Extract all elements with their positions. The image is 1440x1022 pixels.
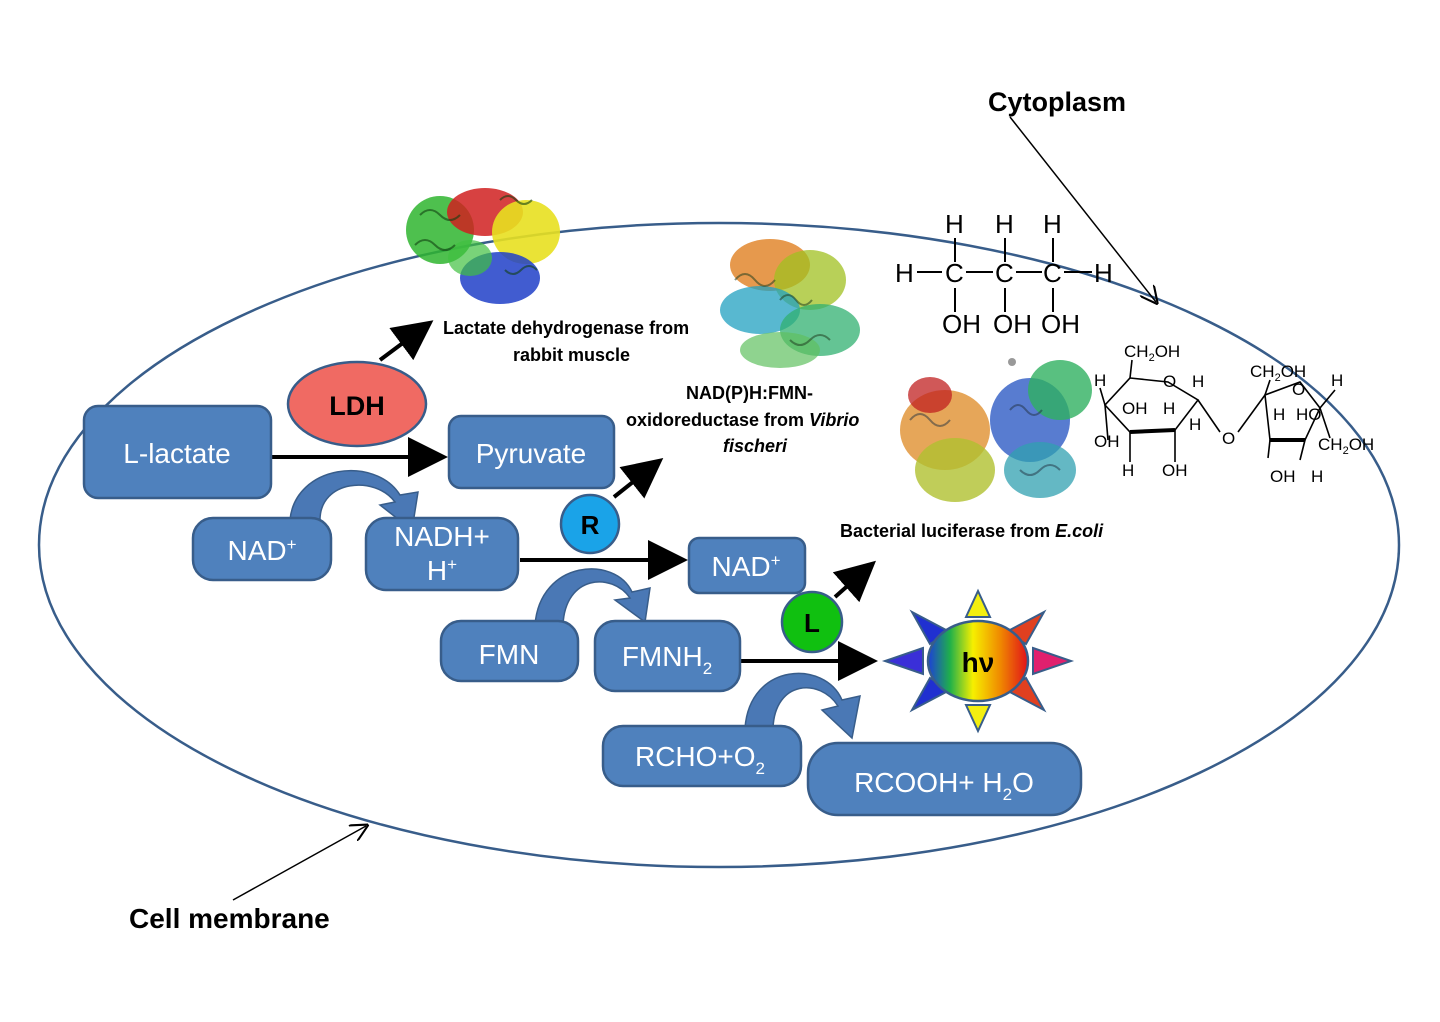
glycerol-oh-1: OH [942, 309, 981, 339]
glycerol-h-left: H [895, 258, 914, 288]
fmn-box: FMN [439, 619, 580, 683]
sucrose-o-ring1: O [1163, 372, 1176, 391]
glycerol-h-top-2: H [995, 209, 1014, 239]
sun-ray-right [1032, 646, 1075, 676]
nfr-structure-image [720, 239, 860, 368]
sucrose-h-4: H [1189, 415, 1201, 434]
glycerol-c-2: C [995, 258, 1014, 288]
membrane-pointer [232, 826, 366, 901]
nfr-caption-line1: NAD(P)H:FMN- [686, 383, 813, 403]
sucrose-h-5: H [1122, 461, 1134, 480]
cytoplasm-label: Cytoplasm [988, 87, 1126, 117]
sucrose-h-8: H [1311, 467, 1323, 486]
fmnh2-label: FMNH2 [622, 641, 712, 678]
rcooh-label: RCOOH+ H2O [854, 767, 1034, 804]
nadh-label-line2: H+ [427, 555, 457, 586]
sucrose-o-ring2: O [1292, 380, 1305, 399]
glycerol-h-top-1: H [945, 209, 964, 239]
luciferase-caption: Bacterial luciferase from E.coli [840, 521, 1104, 541]
sucrose-ho: HO [1296, 405, 1322, 424]
glycerol-oh-2: OH [993, 309, 1032, 339]
sucrose-h-2: H [1192, 372, 1204, 391]
glycerol-oh-3: OH [1041, 309, 1080, 339]
glycerol-structure: H H H H C C C H OH OH OH [895, 209, 1113, 339]
sucrose-ch2oh-3: CH2OH [1318, 435, 1374, 457]
cytoplasm-pointer [1009, 116, 1156, 302]
r-to-structure-arrow [612, 458, 664, 499]
fmn-to-fmnh2-curved-arrow [534, 568, 651, 626]
sun-ray-left [881, 646, 924, 676]
sucrose-ch2oh-2: CH2OH [1250, 362, 1306, 384]
pyruvate-label: Pyruvate [476, 438, 587, 469]
sucrose-h-6: H [1331, 371, 1343, 390]
sucrose-oh-2: OH [1094, 432, 1120, 451]
sucrose-labels: CH2OH H O H OH H OH H H OH O CH2OH O H H… [1094, 342, 1374, 486]
l-lactate-box: L-lactate [82, 404, 273, 500]
sun-ray-top [964, 588, 992, 618]
sucrose-h-7: H [1273, 405, 1285, 424]
ldh-enzyme: LDH [286, 360, 428, 448]
ldh-caption-line1: Lactate dehydrogenase from [443, 318, 689, 338]
cell-membrane-outline [37, 221, 1401, 869]
sucrose-oh-1: OH [1122, 399, 1148, 418]
light-emission-sun: hν [881, 588, 1075, 734]
nfr-caption-line3: fischeri [723, 436, 788, 456]
glycerol-h-right: H [1094, 258, 1113, 288]
nfr-caption-italic: Vibrio [809, 410, 859, 430]
glycerol-c-3: C [1043, 258, 1062, 288]
l-enzyme: L [780, 590, 844, 654]
cell-membrane-label: Cell membrane [129, 903, 330, 934]
nad-box-2: NAD+ [687, 536, 807, 595]
l-label: L [804, 608, 820, 638]
nadh-label-line1: NADH+ [394, 521, 490, 552]
nfr-caption-text: oxidoreductase from [626, 410, 809, 430]
sucrose-structure [1099, 359, 1336, 462]
l-to-structure-arrow [832, 560, 876, 603]
nad-to-nadh-curved-arrow [289, 469, 419, 532]
ldh-to-structure-arrow [378, 320, 434, 362]
rcooh-box: RCOOH+ H2O [806, 741, 1083, 817]
fmnh2-box: FMNH2 [593, 619, 742, 693]
glycerol-c-1: C [945, 258, 964, 288]
sun-ray-bottom [964, 704, 992, 734]
ldh-label: LDH [329, 391, 385, 421]
hv-label: hν [962, 647, 995, 678]
r-enzyme: R [559, 493, 621, 555]
nad-label-1: NAD+ [227, 535, 296, 566]
luciferase-structure-image [900, 358, 1092, 502]
nad-box-1: NAD+ [191, 516, 333, 582]
nad-label-2: NAD+ [711, 551, 780, 582]
sun-core [926, 619, 1030, 703]
ldh-caption-line2: rabbit muscle [513, 345, 630, 365]
rcho-box: RCHO+O2 [601, 724, 803, 788]
sucrose-oh-3: OH [1162, 461, 1188, 480]
fmn-label: FMN [479, 639, 540, 670]
luciferase-caption-text: Bacterial luciferase from [840, 521, 1055, 541]
sucrose-h-1: H [1094, 371, 1106, 390]
r-label: R [581, 510, 600, 540]
glycerol-h-top-3: H [1043, 209, 1062, 239]
nfr-caption-line2: oxidoreductase from Vibrio [626, 410, 859, 430]
ldh-structure-image [406, 188, 560, 304]
nadh-box: NADH+ H+ [364, 516, 520, 592]
sucrose-ch2oh-1: CH2OH [1124, 342, 1180, 364]
sucrose-o-bridge: O [1222, 429, 1235, 448]
sucrose-oh-4: OH [1270, 467, 1296, 486]
rcho-label: RCHO+O2 [635, 741, 765, 778]
sucrose-h-3: H [1163, 399, 1175, 418]
pyruvate-box: Pyruvate [447, 414, 616, 490]
rcho-to-rcooh-curved-arrow [744, 672, 861, 740]
luciferase-caption-italic: E.coli [1055, 521, 1104, 541]
l-lactate-label: L-lactate [123, 438, 230, 469]
